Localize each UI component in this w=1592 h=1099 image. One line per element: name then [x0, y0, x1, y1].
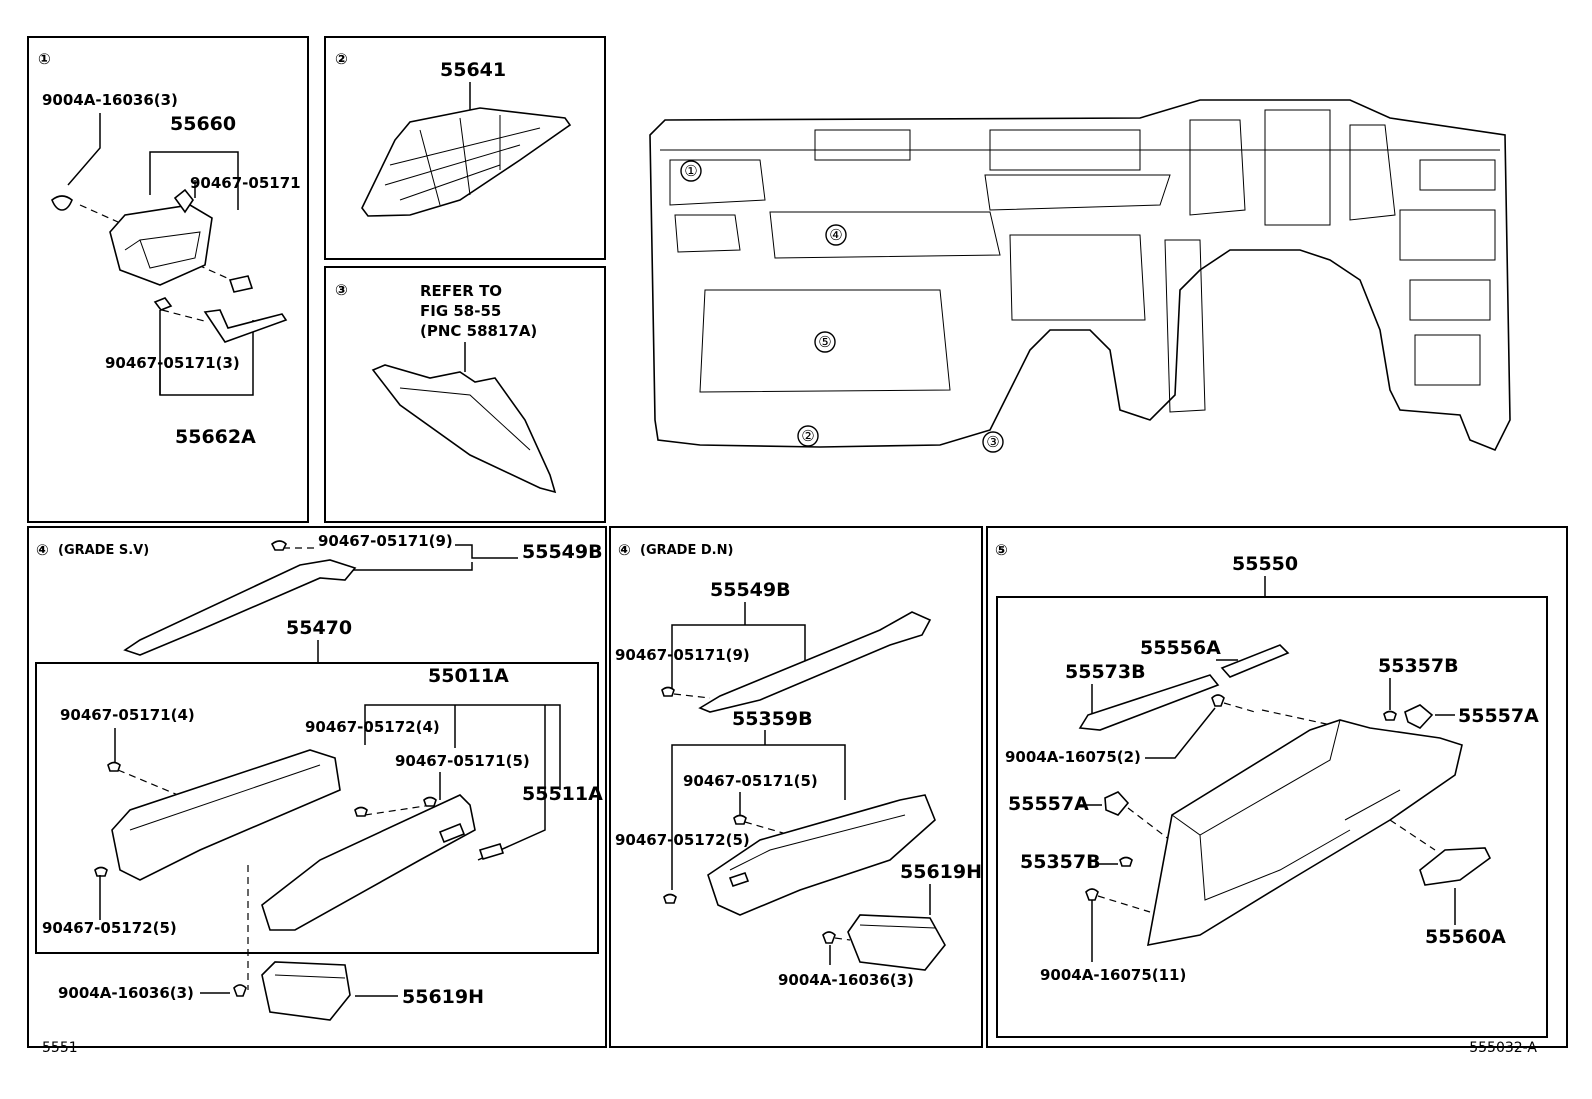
label-90467-05172-5-dn[interactable]: 90467-05172(5)	[615, 831, 750, 849]
panel-4-grade-sv: ④ (GRADE S.V) 90467-05171(9) 55549B 5547…	[27, 526, 607, 1048]
part-55011A	[111, 749, 341, 881]
label-55573B[interactable]: 55573B	[1065, 661, 1146, 683]
panel-1: ① 9004A-16036(3) 55660 90467-05171 90467…	[27, 36, 309, 523]
label-55662A[interactable]: 55662A	[175, 426, 256, 448]
clip-icon	[51, 195, 73, 211]
part-55549B	[123, 559, 357, 656]
panel-3-frame	[324, 266, 606, 523]
part-55573B	[1078, 674, 1220, 731]
main-dashboard: ① ④ ⑤ ② ③	[649, 99, 1511, 453]
label-9004A-16075-11[interactable]: 9004A-16075(11)	[1040, 966, 1186, 984]
panel-3-marker: ③	[335, 281, 348, 299]
label-90467-05171-3[interactable]: 90467-05171(3)	[105, 354, 240, 372]
label-55511A[interactable]: 55511A	[522, 783, 603, 805]
part-55556A	[1220, 644, 1290, 678]
label-55357B[interactable]: 55357B	[1378, 655, 1459, 677]
panel-4a-grade: (GRADE S.V)	[58, 543, 149, 558]
main-callout-4[interactable]: ④	[829, 226, 842, 244]
panel-4b-grade: (GRADE D.N)	[640, 543, 733, 558]
label-9004A-16036-3[interactable]: 9004A-16036(3)	[58, 984, 194, 1002]
part-55560A	[1419, 847, 1492, 886]
label-55359B[interactable]: 55359B	[732, 708, 813, 730]
dashboard-outline	[649, 99, 1511, 452]
panel-2-frame	[324, 36, 606, 260]
part-55511A	[261, 794, 476, 931]
footer-right-code: 555032-A	[1469, 1040, 1537, 1056]
label-55641[interactable]: 55641	[440, 59, 506, 81]
label-55011A[interactable]: 55011A	[428, 665, 509, 687]
panel-2-marker: ②	[335, 50, 348, 68]
panel-5-inner-frame	[996, 596, 1548, 1038]
main-callout-3[interactable]: ③	[986, 433, 999, 451]
label-55619H-dn[interactable]: 55619H	[900, 861, 982, 883]
main-callout-5[interactable]: ⑤	[818, 333, 831, 351]
label-55470[interactable]: 55470	[286, 617, 352, 639]
label-90467-05172-4[interactable]: 90467-05172(4)	[305, 718, 440, 736]
panel-1-frame	[27, 36, 309, 523]
panel-4b-marker: ④	[618, 541, 631, 559]
part-55619H-dn	[847, 914, 946, 971]
panel-4b-frame	[609, 526, 983, 1048]
label-55660[interactable]: 55660	[170, 113, 236, 135]
label-55550[interactable]: 55550	[1232, 553, 1298, 575]
part-55549B-dn	[698, 611, 932, 713]
label-55556A[interactable]: 55556A	[1140, 637, 1221, 659]
label-55557A[interactable]: 55557A	[1458, 705, 1539, 727]
label-90467-05171-5[interactable]: 90467-05171(5)	[395, 752, 530, 770]
refer-line-1: REFER TO	[420, 282, 502, 300]
label-9004A-16075-2[interactable]: 9004A-16075(2)	[1005, 748, 1141, 766]
panel-5-marker: ⑤	[995, 541, 1008, 559]
panel-5: ⑤ 55550 55556A 55573B 55357B 55557A 9004…	[986, 526, 1568, 1048]
panel-2: ② 55641	[324, 36, 606, 260]
label-55549B[interactable]: 55549B	[522, 541, 603, 563]
footer-left-code: 5551	[42, 1040, 78, 1056]
label-90467-05171-5-dn[interactable]: 90467-05171(5)	[683, 772, 818, 790]
label-90467-05171-9[interactable]: 90467-05171(9)	[318, 532, 453, 550]
part-55660	[109, 204, 213, 286]
label-90467-05171-9-dn[interactable]: 90467-05171(9)	[615, 646, 750, 664]
part-55359B	[707, 794, 936, 916]
part-58817A	[371, 364, 557, 494]
label-9004A-16036-3-dn[interactable]: 9004A-16036(3)	[778, 971, 914, 989]
label-55619H[interactable]: 55619H	[402, 986, 484, 1008]
label-55557A-2[interactable]: 55557A	[1008, 793, 1089, 815]
part-55550-glovebox	[1147, 719, 1463, 947]
label-90467-05171[interactable]: 90467-05171	[190, 174, 301, 192]
main-callout-2[interactable]: ②	[801, 427, 814, 445]
panel-1-marker: ①	[38, 50, 51, 68]
panel-5-frame	[986, 526, 1568, 1048]
label-9004A-16036-3[interactable]: 9004A-16036(3)	[42, 91, 178, 109]
part-55557A-top	[1404, 704, 1434, 729]
refer-line-2: FIG 58-55	[420, 302, 501, 320]
part-55619H-sv	[261, 961, 351, 1021]
part-55662A	[203, 309, 288, 343]
label-55560A[interactable]: 55560A	[1425, 926, 1506, 948]
panel-3: ③ REFER TO FIG 58-55 (PNC 58817A)	[324, 266, 606, 523]
panel-4a-frame	[27, 526, 607, 1048]
panel-4a-marker: ④	[36, 541, 49, 559]
refer-line-3[interactable]: (PNC 58817A)	[420, 322, 537, 340]
label-55357B-2[interactable]: 55357B	[1020, 851, 1101, 873]
label-90467-05171-4[interactable]: 90467-05171(4)	[60, 706, 195, 724]
label-90467-05172-5[interactable]: 90467-05172(5)	[42, 919, 177, 937]
panel-4a-inner-frame	[35, 662, 599, 954]
label-55549B-dn[interactable]: 55549B	[710, 579, 791, 601]
main-callout-1[interactable]: ①	[684, 162, 697, 180]
panel-4-grade-dn: ④ (GRADE D.N) 55549B 90467-05171(9) 5535…	[609, 526, 983, 1048]
